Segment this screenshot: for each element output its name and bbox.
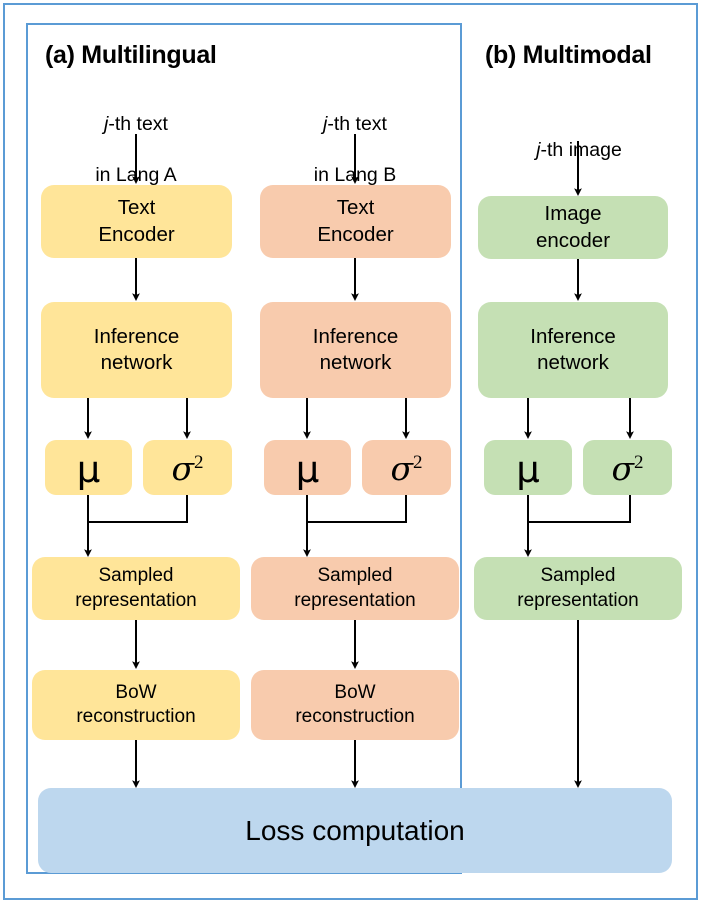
sigma-exponent: 2: [413, 452, 423, 473]
input-label-lang-a-line2: in Lang A: [95, 164, 177, 187]
input-label-lang-a: j-th text in Lang A: [46, 86, 226, 215]
node-mu-lang-a[interactable]: μ: [45, 440, 132, 495]
panel-a-border: [26, 23, 462, 874]
input-label-image-line1: -th image: [540, 138, 622, 161]
sigma-symbol: σ2: [171, 452, 203, 485]
node-sampled-representation-image[interactable]: Sampled representation: [474, 557, 682, 620]
sigma-exponent: 2: [194, 452, 204, 473]
node-text-encoder-lang-b[interactable]: Text Encoder: [260, 185, 451, 258]
input-label-lang-b-line1: -th text: [327, 112, 387, 135]
node-bow-reconstruction-lang-b[interactable]: BoW reconstruction: [251, 670, 459, 740]
node-mu-lang-b[interactable]: μ: [264, 440, 351, 495]
mu-symbol: μ: [76, 448, 101, 491]
input-label-lang-b: j-th text in Lang B: [265, 86, 445, 215]
node-loss-computation[interactable]: Loss computation: [38, 788, 672, 873]
node-inference-network-image[interactable]: Inference network: [478, 302, 668, 398]
panel-b-title: (b) Multimodal: [485, 41, 652, 69]
input-label-lang-b-line2: in Lang B: [313, 164, 397, 187]
node-sigma-squared-lang-b[interactable]: σ2: [362, 440, 451, 495]
node-sampled-representation-lang-b[interactable]: Sampled representation: [251, 557, 459, 620]
node-inference-network-lang-a[interactable]: Inference network: [41, 302, 232, 398]
sigma-glyph: σ: [611, 449, 635, 488]
outer-figure-border: [3, 3, 698, 900]
mu-symbol: μ: [516, 448, 540, 491]
sigma-glyph: σ: [171, 449, 195, 488]
node-image-encoder[interactable]: Image encoder: [478, 196, 668, 259]
input-label-image: j-th image: [489, 112, 669, 189]
node-mu-image[interactable]: μ: [484, 440, 572, 495]
node-sampled-representation-lang-a[interactable]: Sampled representation: [32, 557, 240, 620]
sigma-symbol: σ2: [611, 452, 643, 485]
node-sigma-squared-image[interactable]: σ2: [583, 440, 672, 495]
input-label-lang-a-italic: j: [104, 112, 109, 135]
panel-a-title: (a) Multilingual: [45, 41, 217, 69]
node-bow-reconstruction-lang-a[interactable]: BoW reconstruction: [32, 670, 240, 740]
mu-symbol: μ: [295, 448, 320, 491]
input-label-lang-a-line1: -th text: [108, 112, 168, 135]
node-text-encoder-lang-a[interactable]: Text Encoder: [41, 185, 232, 258]
node-inference-network-lang-b[interactable]: Inference network: [260, 302, 451, 398]
node-sigma-squared-lang-a[interactable]: σ2: [143, 440, 232, 495]
input-label-image-italic: j: [536, 138, 541, 161]
sigma-exponent: 2: [634, 452, 644, 473]
input-label-lang-b-italic: j: [323, 112, 328, 135]
sigma-glyph: σ: [390, 449, 414, 488]
sigma-symbol: σ2: [390, 452, 422, 485]
